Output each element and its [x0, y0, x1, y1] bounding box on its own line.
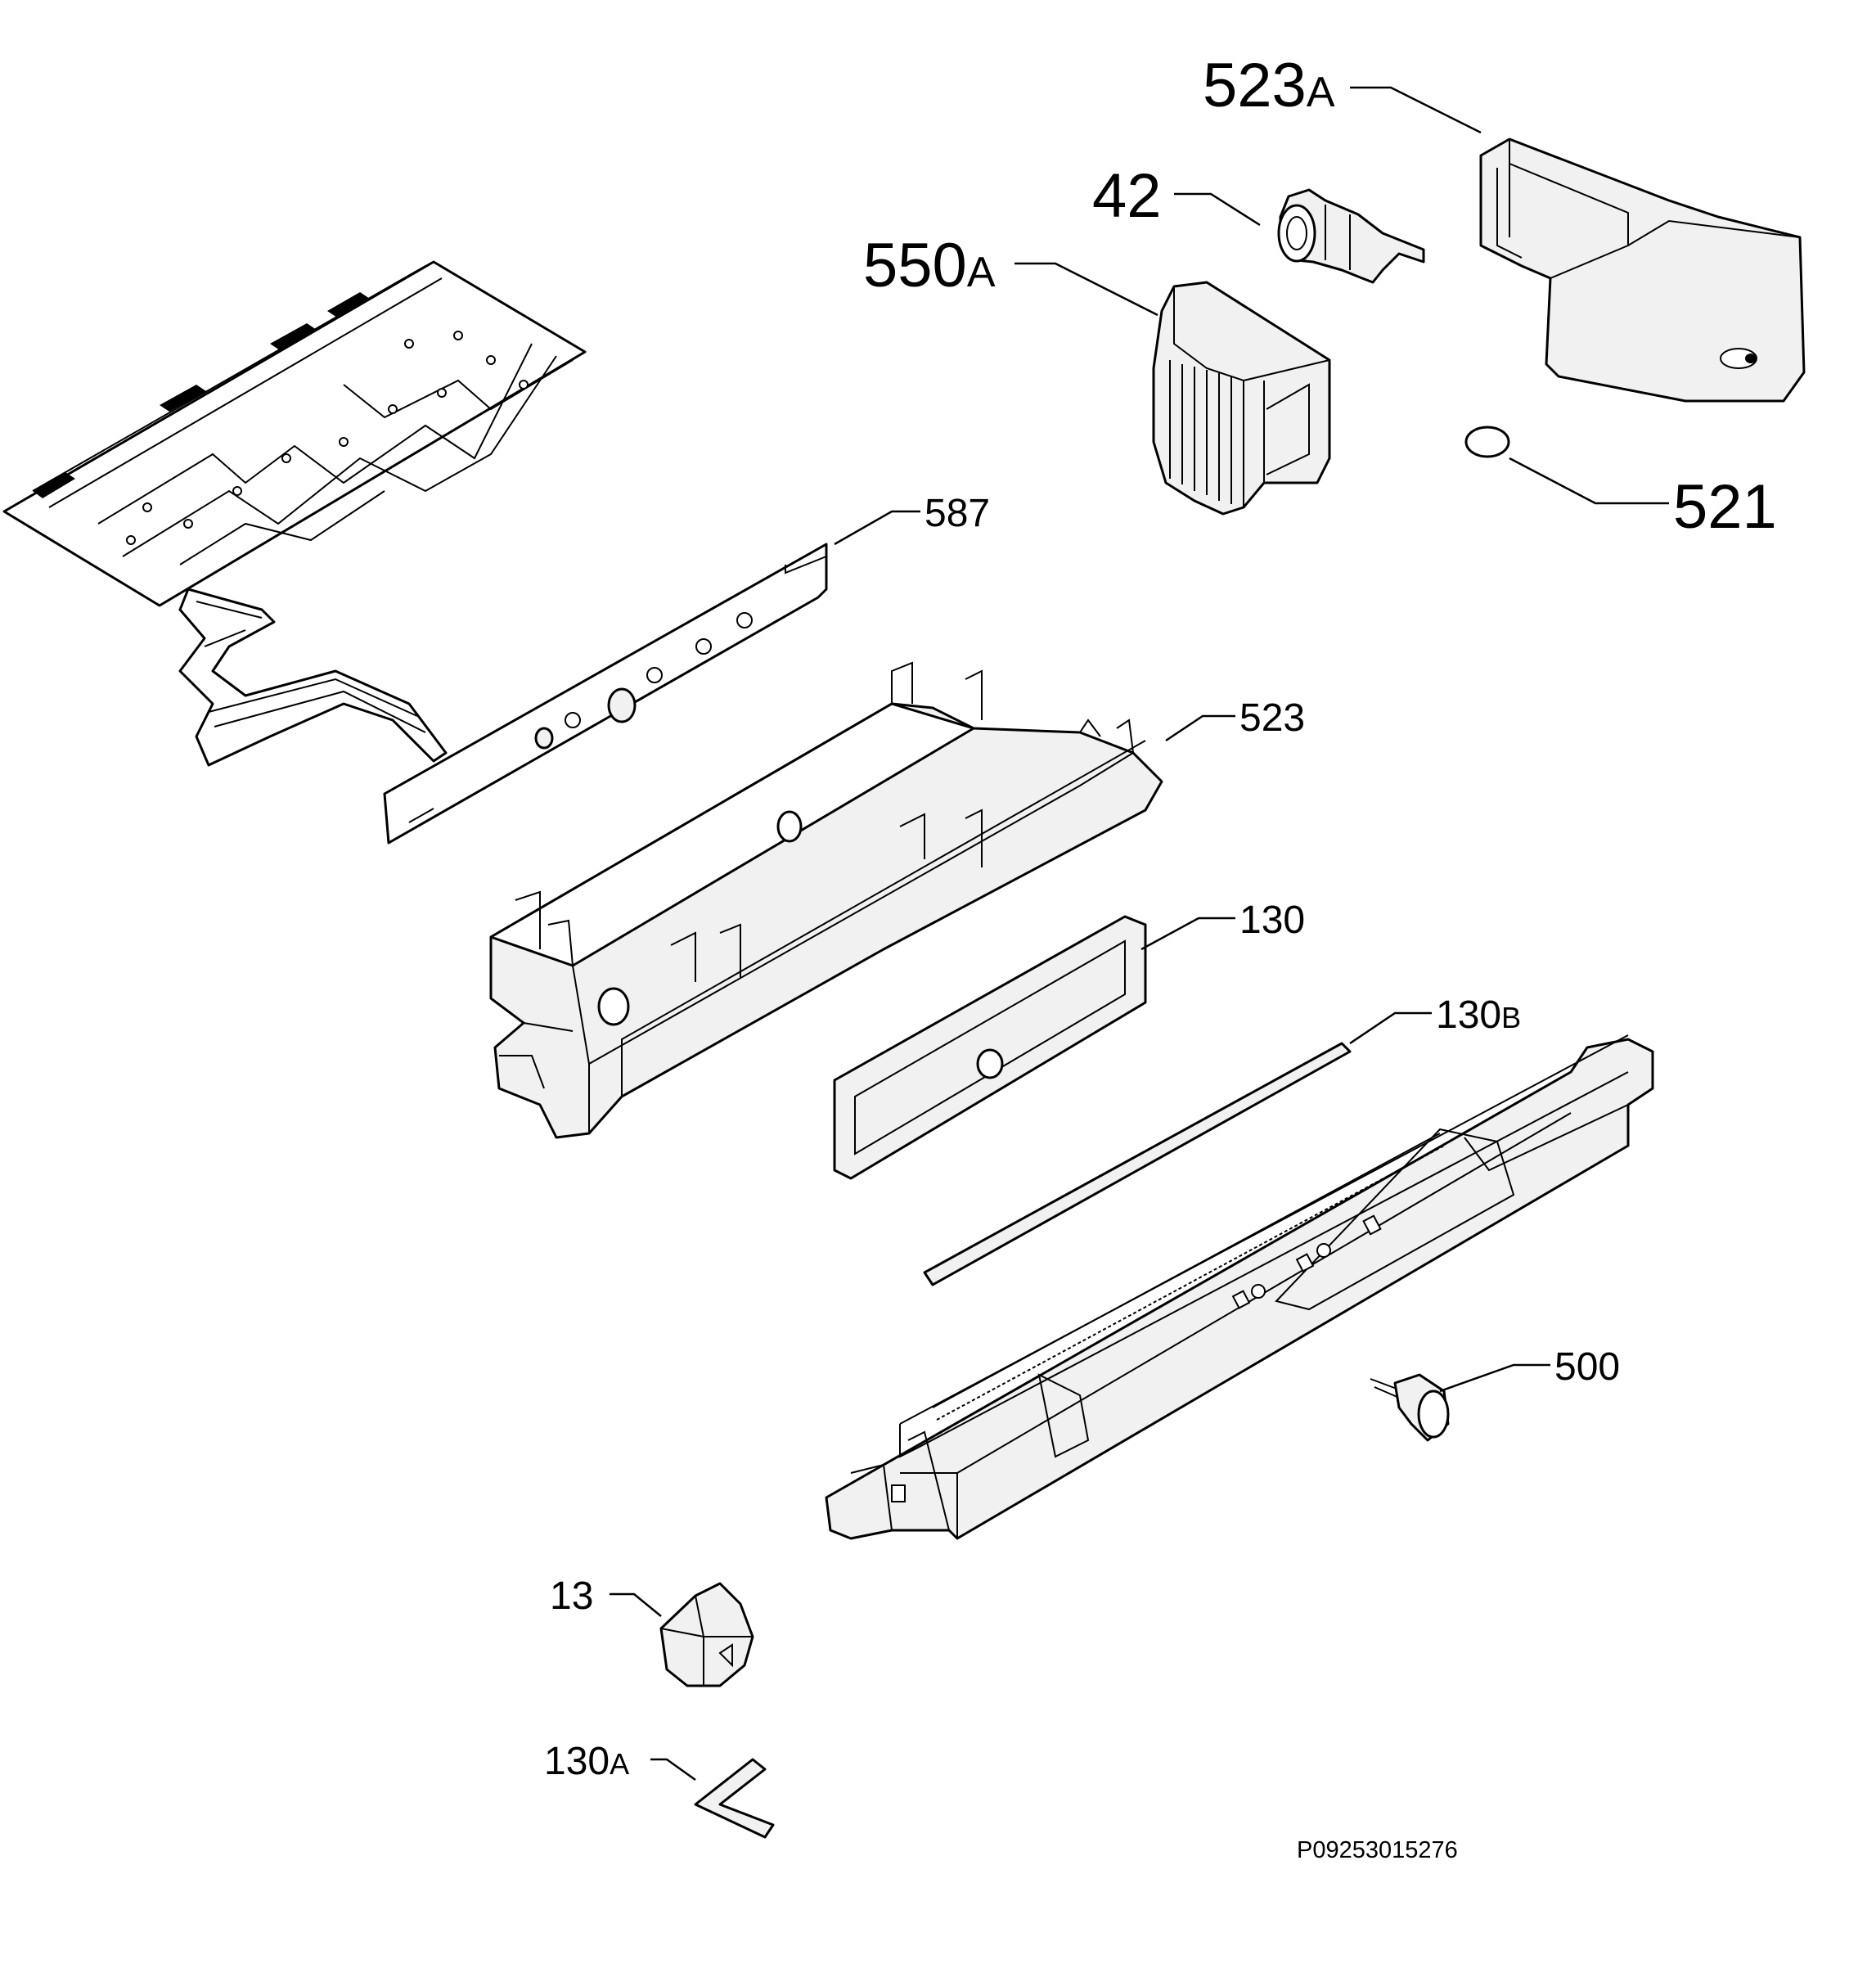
control-panel-housing [825, 1034, 1654, 1540]
part-42-knob [1277, 188, 1425, 284]
callout-500: 500 [1554, 1345, 1620, 1389]
callout-42: 42 [1092, 161, 1162, 231]
part-130b-strip [923, 1042, 1352, 1286]
callout-523a: 523A [1203, 51, 1335, 120]
callout-550a: 550A [863, 231, 996, 300]
callout-13: 13 [550, 1574, 593, 1618]
part-587-strip-board [383, 543, 828, 845]
callout-587: 587 [925, 492, 990, 535]
part-523a-end-cap [1479, 137, 1806, 403]
circuit-board [2, 260, 587, 767]
part-523-frame [489, 661, 1163, 1139]
drawing-code: P09253015276 [1297, 1837, 1458, 1863]
part-500-lamp [1370, 1373, 1450, 1442]
part-130a-angle [694, 1758, 775, 1839]
leader-lines [610, 86, 1669, 1782]
part-521-ring [1464, 426, 1510, 458]
part-130-window-frame [833, 915, 1147, 1180]
callout-130b: 130B [1436, 993, 1521, 1037]
callout-521: 521 [1673, 472, 1777, 542]
part-550a-knob-cover [1152, 281, 1331, 516]
callout-130a: 130A [544, 1740, 629, 1783]
part-13-rocker-switch [659, 1582, 754, 1687]
callout-130: 130 [1239, 899, 1305, 942]
callout-523: 523 [1239, 696, 1305, 740]
